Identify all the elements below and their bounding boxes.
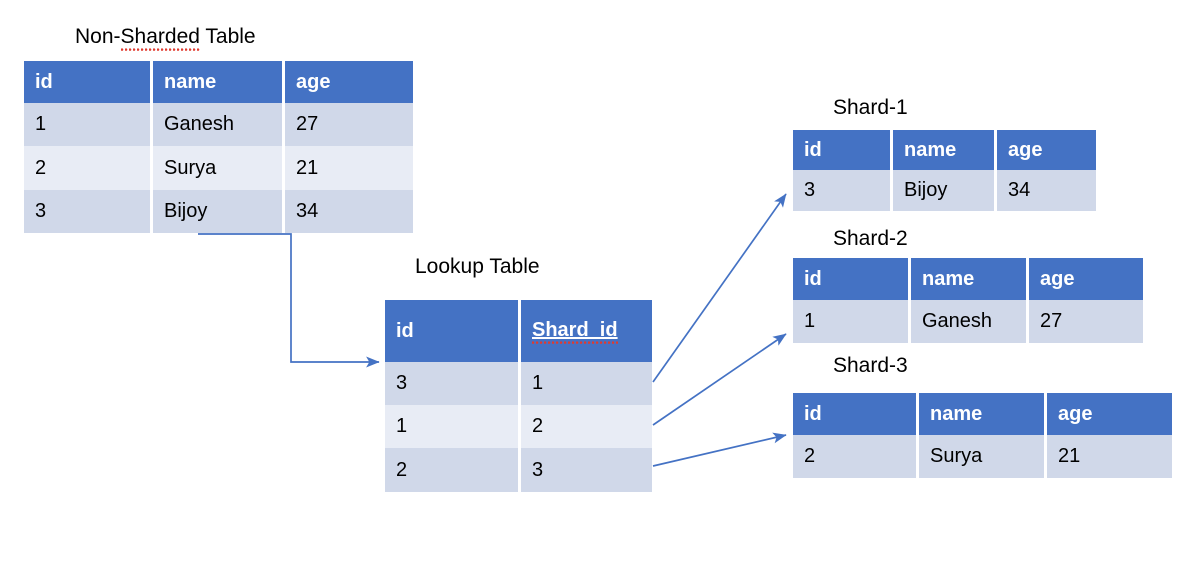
table-cell: Ganesh — [153, 103, 285, 146]
shard-1-title: Shard-1 — [833, 96, 908, 119]
shard-3-table: id name age 2 Surya 21 — [793, 393, 1172, 478]
table-cell: Bijoy — [153, 190, 285, 233]
table-cell: 27 — [285, 103, 413, 146]
connector-lookup-row3-to-shard-3 — [652, 432, 787, 467]
column-header: id — [793, 393, 919, 435]
connector-nonsharded-to-lookup — [198, 233, 380, 368]
table-cell: 1 — [793, 300, 911, 343]
table-cell: 27 — [1029, 300, 1143, 343]
table-cell: 3 — [385, 362, 521, 405]
column-header: name — [919, 393, 1047, 435]
table-cell: 34 — [997, 170, 1096, 211]
shard-2-table: id name age 1 Ganesh 27 — [793, 258, 1143, 343]
column-header: age — [1047, 393, 1172, 435]
table-cell: 1 — [385, 405, 521, 448]
shard-3-title: Shard-3 — [833, 354, 908, 377]
table-cell: 2 — [24, 146, 153, 190]
table-cell: 21 — [1047, 435, 1172, 478]
column-header: id — [793, 258, 911, 300]
column-header: name — [893, 130, 997, 170]
non-sharded-table-title: Non-Sharded Table — [75, 25, 256, 51]
non-sharded-table: id name age 1 Ganesh 27 2 Surya 21 3 Bij… — [24, 61, 413, 233]
table-cell: 34 — [285, 190, 413, 233]
column-header: Shard_id — [521, 300, 652, 362]
column-header-label: Shard_id — [532, 318, 618, 344]
table-cell: Surya — [919, 435, 1047, 478]
table-cell: 3 — [793, 170, 893, 211]
lookup-table: id Shard_id 3 1 1 2 2 3 — [385, 300, 652, 492]
lookup-table-title: Lookup Table — [415, 255, 540, 278]
connector-lookup-row2-to-shard-2 — [652, 333, 787, 426]
connector-lookup-row1-to-shard-1 — [652, 193, 787, 383]
column-header: id — [793, 130, 893, 170]
table-cell: Surya — [153, 146, 285, 190]
shard-1-table: id name age 3 Bijoy 34 — [793, 130, 1096, 211]
column-header: age — [997, 130, 1096, 170]
table-cell: 1 — [24, 103, 153, 146]
column-header: age — [1029, 258, 1143, 300]
table-cell: 2 — [521, 405, 652, 448]
table-cell: 2 — [793, 435, 919, 478]
shard-2-title: Shard-2 — [833, 227, 908, 250]
table-cell: 2 — [385, 448, 521, 492]
column-header: age — [285, 61, 413, 103]
table-cell: 1 — [521, 362, 652, 405]
table-cell: Ganesh — [911, 300, 1029, 343]
column-header: name — [153, 61, 285, 103]
column-header: id — [385, 300, 521, 362]
table-cell: 3 — [24, 190, 153, 233]
table-cell: 3 — [521, 448, 652, 492]
column-header: id — [24, 61, 153, 103]
table-cell: Bijoy — [893, 170, 997, 211]
column-header: name — [911, 258, 1029, 300]
table-cell: 21 — [285, 146, 413, 190]
